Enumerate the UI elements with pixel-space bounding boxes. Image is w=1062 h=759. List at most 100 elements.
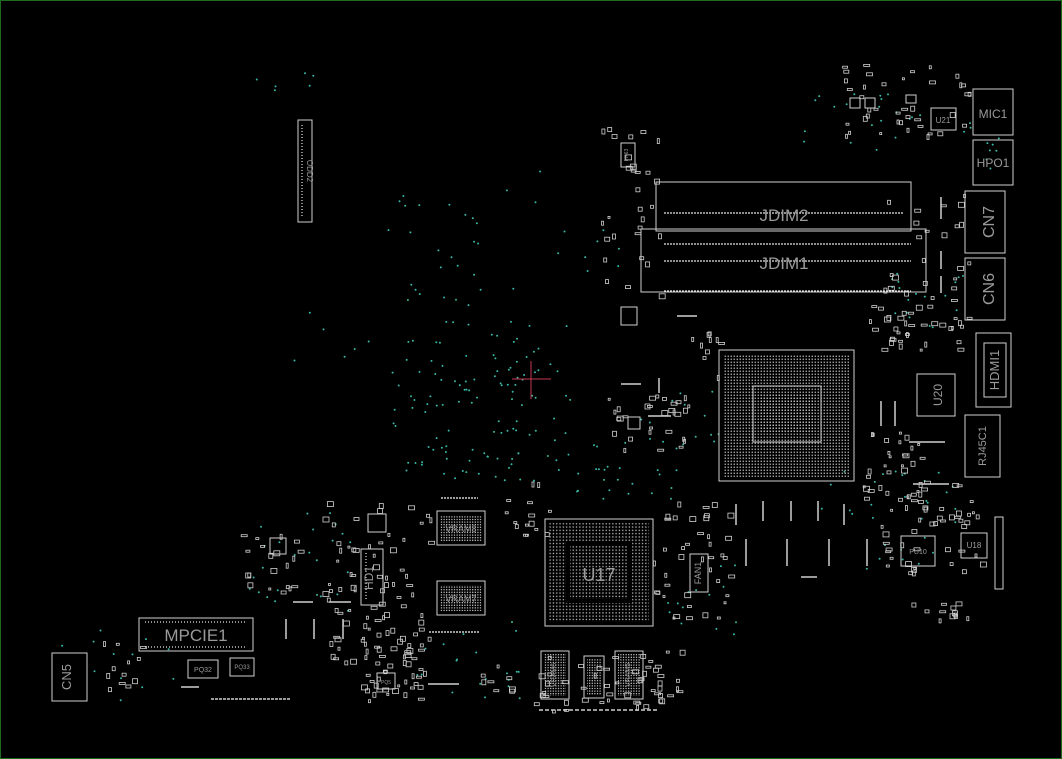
via-dot: [649, 437, 651, 440]
smd-pad: [339, 547, 343, 554]
via-dot: [595, 468, 598, 471]
via-dot: [534, 396, 537, 399]
smd-pad: [411, 657, 418, 661]
smd-pad: [715, 337, 719, 343]
component-u21[interactable]: U21: [930, 107, 957, 131]
component-vram-center[interactable]: [583, 655, 605, 699]
smd-pad: [906, 494, 911, 500]
smd-pad: [534, 528, 539, 531]
smd-pad: [673, 614, 681, 619]
component-misc-block-2[interactable]: [367, 513, 387, 533]
component-rj45c1[interactable]: RJ45C1: [964, 414, 1001, 478]
smd-pad: [650, 689, 656, 692]
smd-pad: [687, 605, 692, 608]
via-dot: [732, 633, 735, 636]
component-mic1[interactable]: MIC1: [972, 88, 1014, 136]
via-dot: [304, 72, 306, 75]
component-pq5[interactable]: PQ5: [376, 672, 396, 690]
via-dot: [473, 273, 476, 276]
component-cpu-socket[interactable]: [718, 349, 855, 482]
component-u20[interactable]: U20: [916, 373, 956, 417]
component-pu10[interactable]: PU10: [900, 535, 936, 567]
component-misc-block-1[interactable]: [620, 306, 638, 326]
via-dot: [473, 240, 476, 243]
via-dot: [493, 430, 495, 433]
smd-pad: [967, 91, 972, 97]
via-dot: [606, 465, 609, 468]
smd-pad: [331, 522, 336, 528]
component-misc-block-3[interactable]: [269, 537, 287, 555]
via-dot: [887, 93, 889, 96]
via-dot: [447, 429, 450, 432]
component-vram5[interactable]: VRAM5: [614, 650, 644, 700]
via-dot: [603, 478, 606, 481]
smd-pad: [859, 95, 865, 100]
via-dot: [681, 606, 684, 609]
smd-pad: [365, 648, 369, 655]
smd-pad: [902, 77, 905, 81]
component-vram8[interactable]: VRAM8: [436, 510, 486, 546]
via-dot: [894, 136, 897, 139]
via-dot: [515, 670, 518, 673]
component-misc-block-4[interactable]: [905, 94, 917, 104]
smd-pad: [604, 236, 611, 242]
smd-pad: [728, 574, 736, 579]
component-cn7[interactable]: CN7: [964, 190, 1006, 254]
smd-pad: [528, 513, 536, 518]
component-pq33[interactable]: PQ33: [229, 657, 255, 677]
smd-pad: [376, 632, 382, 638]
via-dot: [353, 348, 356, 350]
via-dot: [833, 105, 836, 108]
smd-pad: [616, 417, 622, 422]
smd-pad: [657, 448, 665, 452]
label-odd2: ODD2: [305, 160, 314, 183]
component-odd2[interactable]: ODD2: [297, 119, 314, 223]
via-dot: [509, 366, 512, 369]
component-fan1[interactable]: FAN1: [689, 553, 709, 593]
via-dot: [407, 461, 410, 464]
via-dot: [682, 443, 685, 446]
via-dot: [424, 647, 427, 650]
via-dot: [596, 240, 599, 243]
smd-pad: [127, 660, 130, 665]
smd-pad: [628, 436, 633, 442]
smd-pad: [506, 676, 513, 681]
component-misc-block-5[interactable]: [849, 97, 861, 109]
via-dot: [954, 281, 957, 284]
via-dot: [473, 378, 476, 381]
smd-pad: [955, 601, 963, 607]
component-misc-block-6[interactable]: [864, 97, 876, 109]
component-hdmi1[interactable]: HDMI1: [975, 332, 1012, 408]
smd-pad: [525, 534, 528, 537]
via-dot: [416, 674, 419, 676]
component-jdim1[interactable]: JDIM1: [640, 228, 927, 293]
component-u18[interactable]: U18: [960, 532, 988, 559]
via-dot: [92, 640, 95, 643]
smd-pad: [672, 515, 678, 521]
component-u17[interactable]: U17: [544, 518, 654, 627]
via-dot: [577, 489, 580, 492]
smd-pad: [919, 456, 926, 460]
component-misc-block-7[interactable]: [627, 416, 641, 430]
component-pq32[interactable]: PQ32: [187, 659, 219, 679]
smd-pad: [933, 521, 938, 526]
via-dot: [443, 472, 446, 475]
smd-pad: [658, 693, 663, 698]
smd-pad: [906, 127, 910, 133]
component-vram6[interactable]: VRAM6: [540, 650, 570, 700]
component-jdim2[interactable]: JDIM2: [655, 181, 912, 232]
smd-pad: [917, 125, 924, 128]
component-hd1[interactable]: HD1: [360, 548, 384, 606]
component-pr63[interactable]: PR63: [620, 142, 636, 168]
component-cn6[interactable]: CN6: [964, 257, 1006, 321]
component-right-edge-connector[interactable]: [994, 516, 1004, 590]
via-dot: [308, 551, 311, 554]
component-vram7[interactable]: VRAM7: [436, 580, 486, 616]
smd-pad: [951, 286, 958, 291]
component-mpcie1[interactable]: MPCIE1: [138, 617, 254, 652]
component-cn5[interactable]: CN5: [51, 652, 88, 702]
component-hpo1[interactable]: HPO1: [972, 139, 1014, 186]
label-hd1: HD1: [362, 566, 376, 590]
